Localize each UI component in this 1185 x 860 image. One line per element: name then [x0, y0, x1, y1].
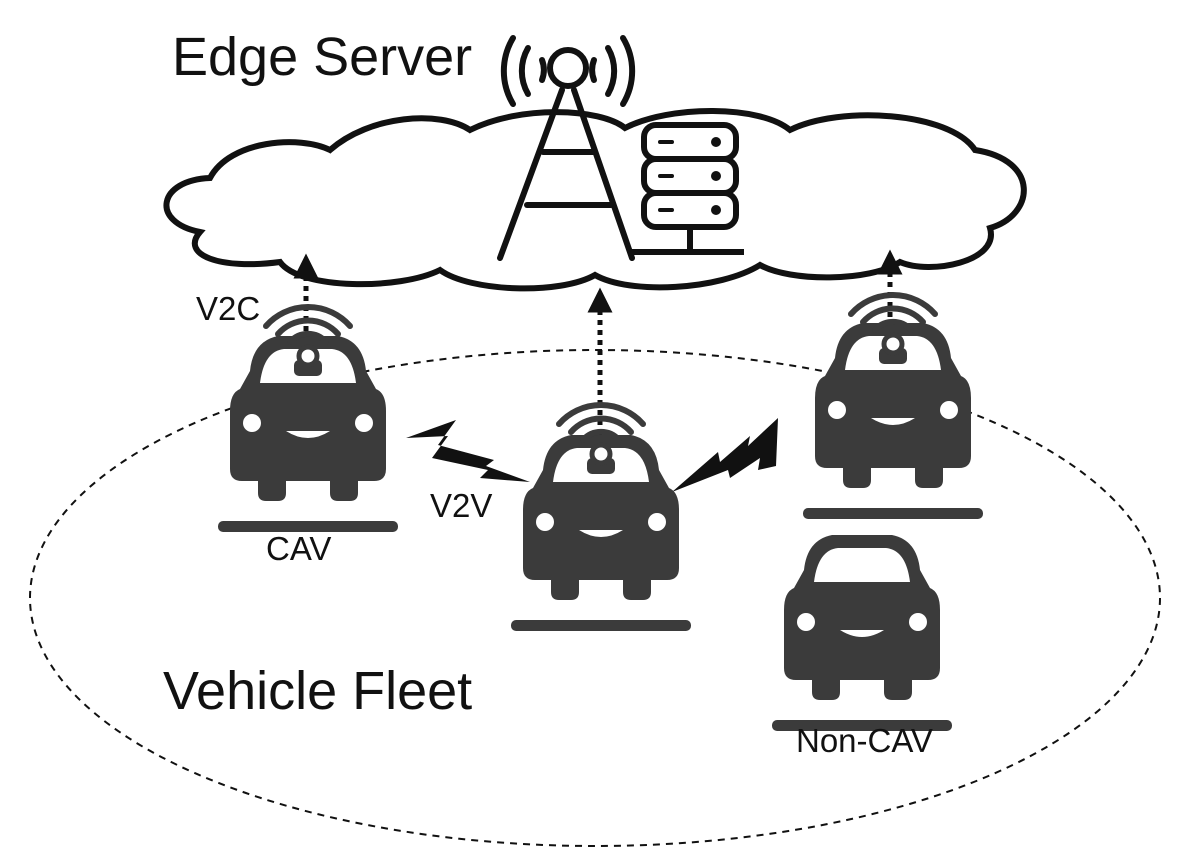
lightning-bolt-icon [406, 420, 530, 482]
vehicle-fleet-label: Vehicle Fleet [163, 661, 473, 721]
edge-server-label: Edge Server [172, 27, 473, 87]
car-icon [772, 535, 952, 731]
non-cav-label: Non-CAV [796, 722, 933, 759]
v2c-label: V2C [196, 290, 261, 327]
vehicle-fleet-boundary [29, 349, 1161, 847]
edge-cloud [163, 108, 1027, 292]
server-rack-icon [632, 122, 744, 255]
lightning-bolt-icon [672, 418, 778, 492]
radio-tower-icon [497, 35, 636, 261]
v2v-label: V2V [430, 487, 493, 524]
cav-label: CAV [266, 530, 332, 567]
